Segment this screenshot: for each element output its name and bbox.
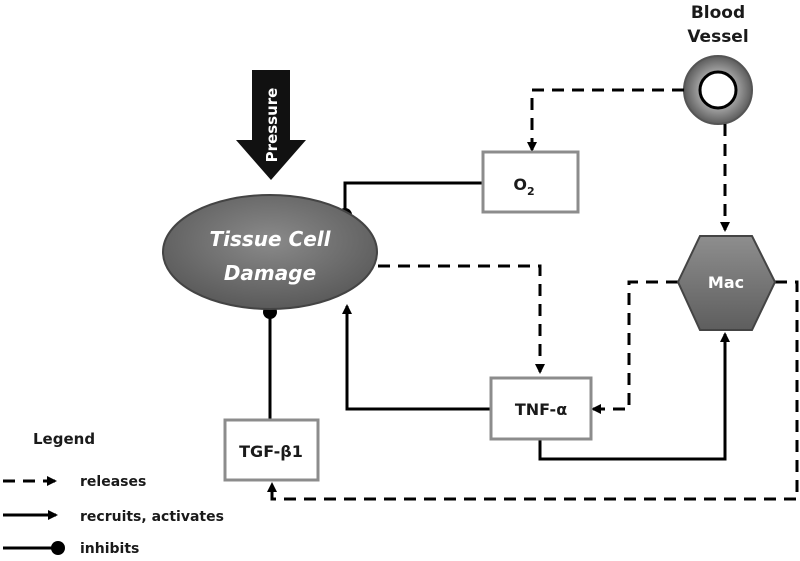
blood-vessel-label-line1: Blood — [691, 3, 745, 23]
mac-to-tgf-releases — [267, 280, 799, 501]
legend: Legend releases recruits, activates inhi… — [3, 430, 224, 557]
legend-inhibits-label: inhibits — [80, 541, 139, 557]
pressure-label: Pressure — [263, 88, 281, 163]
blood-vessel-label: Blood Vessel — [687, 3, 748, 47]
legend-title: Legend — [33, 430, 95, 448]
tgf-label: TGF-β1 — [239, 442, 303, 461]
vessel-to-o2-releases — [527, 88, 684, 152]
o2-inhibits-damage — [343, 181, 482, 214]
o2-label-main: O — [513, 175, 527, 194]
mac-node: Mac — [676, 235, 777, 331]
pressure-arrow: Pressure — [236, 70, 306, 180]
tnf-node: TNF-α — [489, 376, 593, 441]
o2-node: O2 — [481, 150, 580, 214]
tnf-label: TNF-α — [515, 400, 567, 419]
tnf-to-damage-activates — [342, 304, 490, 411]
tissue-damage-node: Tissue Cell Damage — [162, 194, 378, 310]
tgf-node: TGF-β1 — [223, 418, 320, 482]
legend-recruits-label: recruits, activates — [80, 509, 224, 525]
tissue-damage-label-line2: Damage — [224, 261, 316, 285]
legend-inhibits-dot — [51, 541, 65, 555]
tnf-to-mac-activates — [538, 332, 730, 461]
tissue-damage-label-line1: Tissue Cell — [209, 227, 331, 251]
o2-label-subscript: 2 — [527, 185, 535, 198]
blood-vessel-icon — [683, 55, 753, 125]
damage-to-tnf-releases — [378, 264, 545, 374]
o2-label: O2 — [513, 175, 534, 198]
mac-label: Mac — [708, 273, 744, 292]
blood-vessel-label-line2: Vessel — [687, 27, 748, 47]
mac-to-tnf-releases — [591, 280, 678, 414]
legend-releases-label: releases — [80, 474, 146, 490]
